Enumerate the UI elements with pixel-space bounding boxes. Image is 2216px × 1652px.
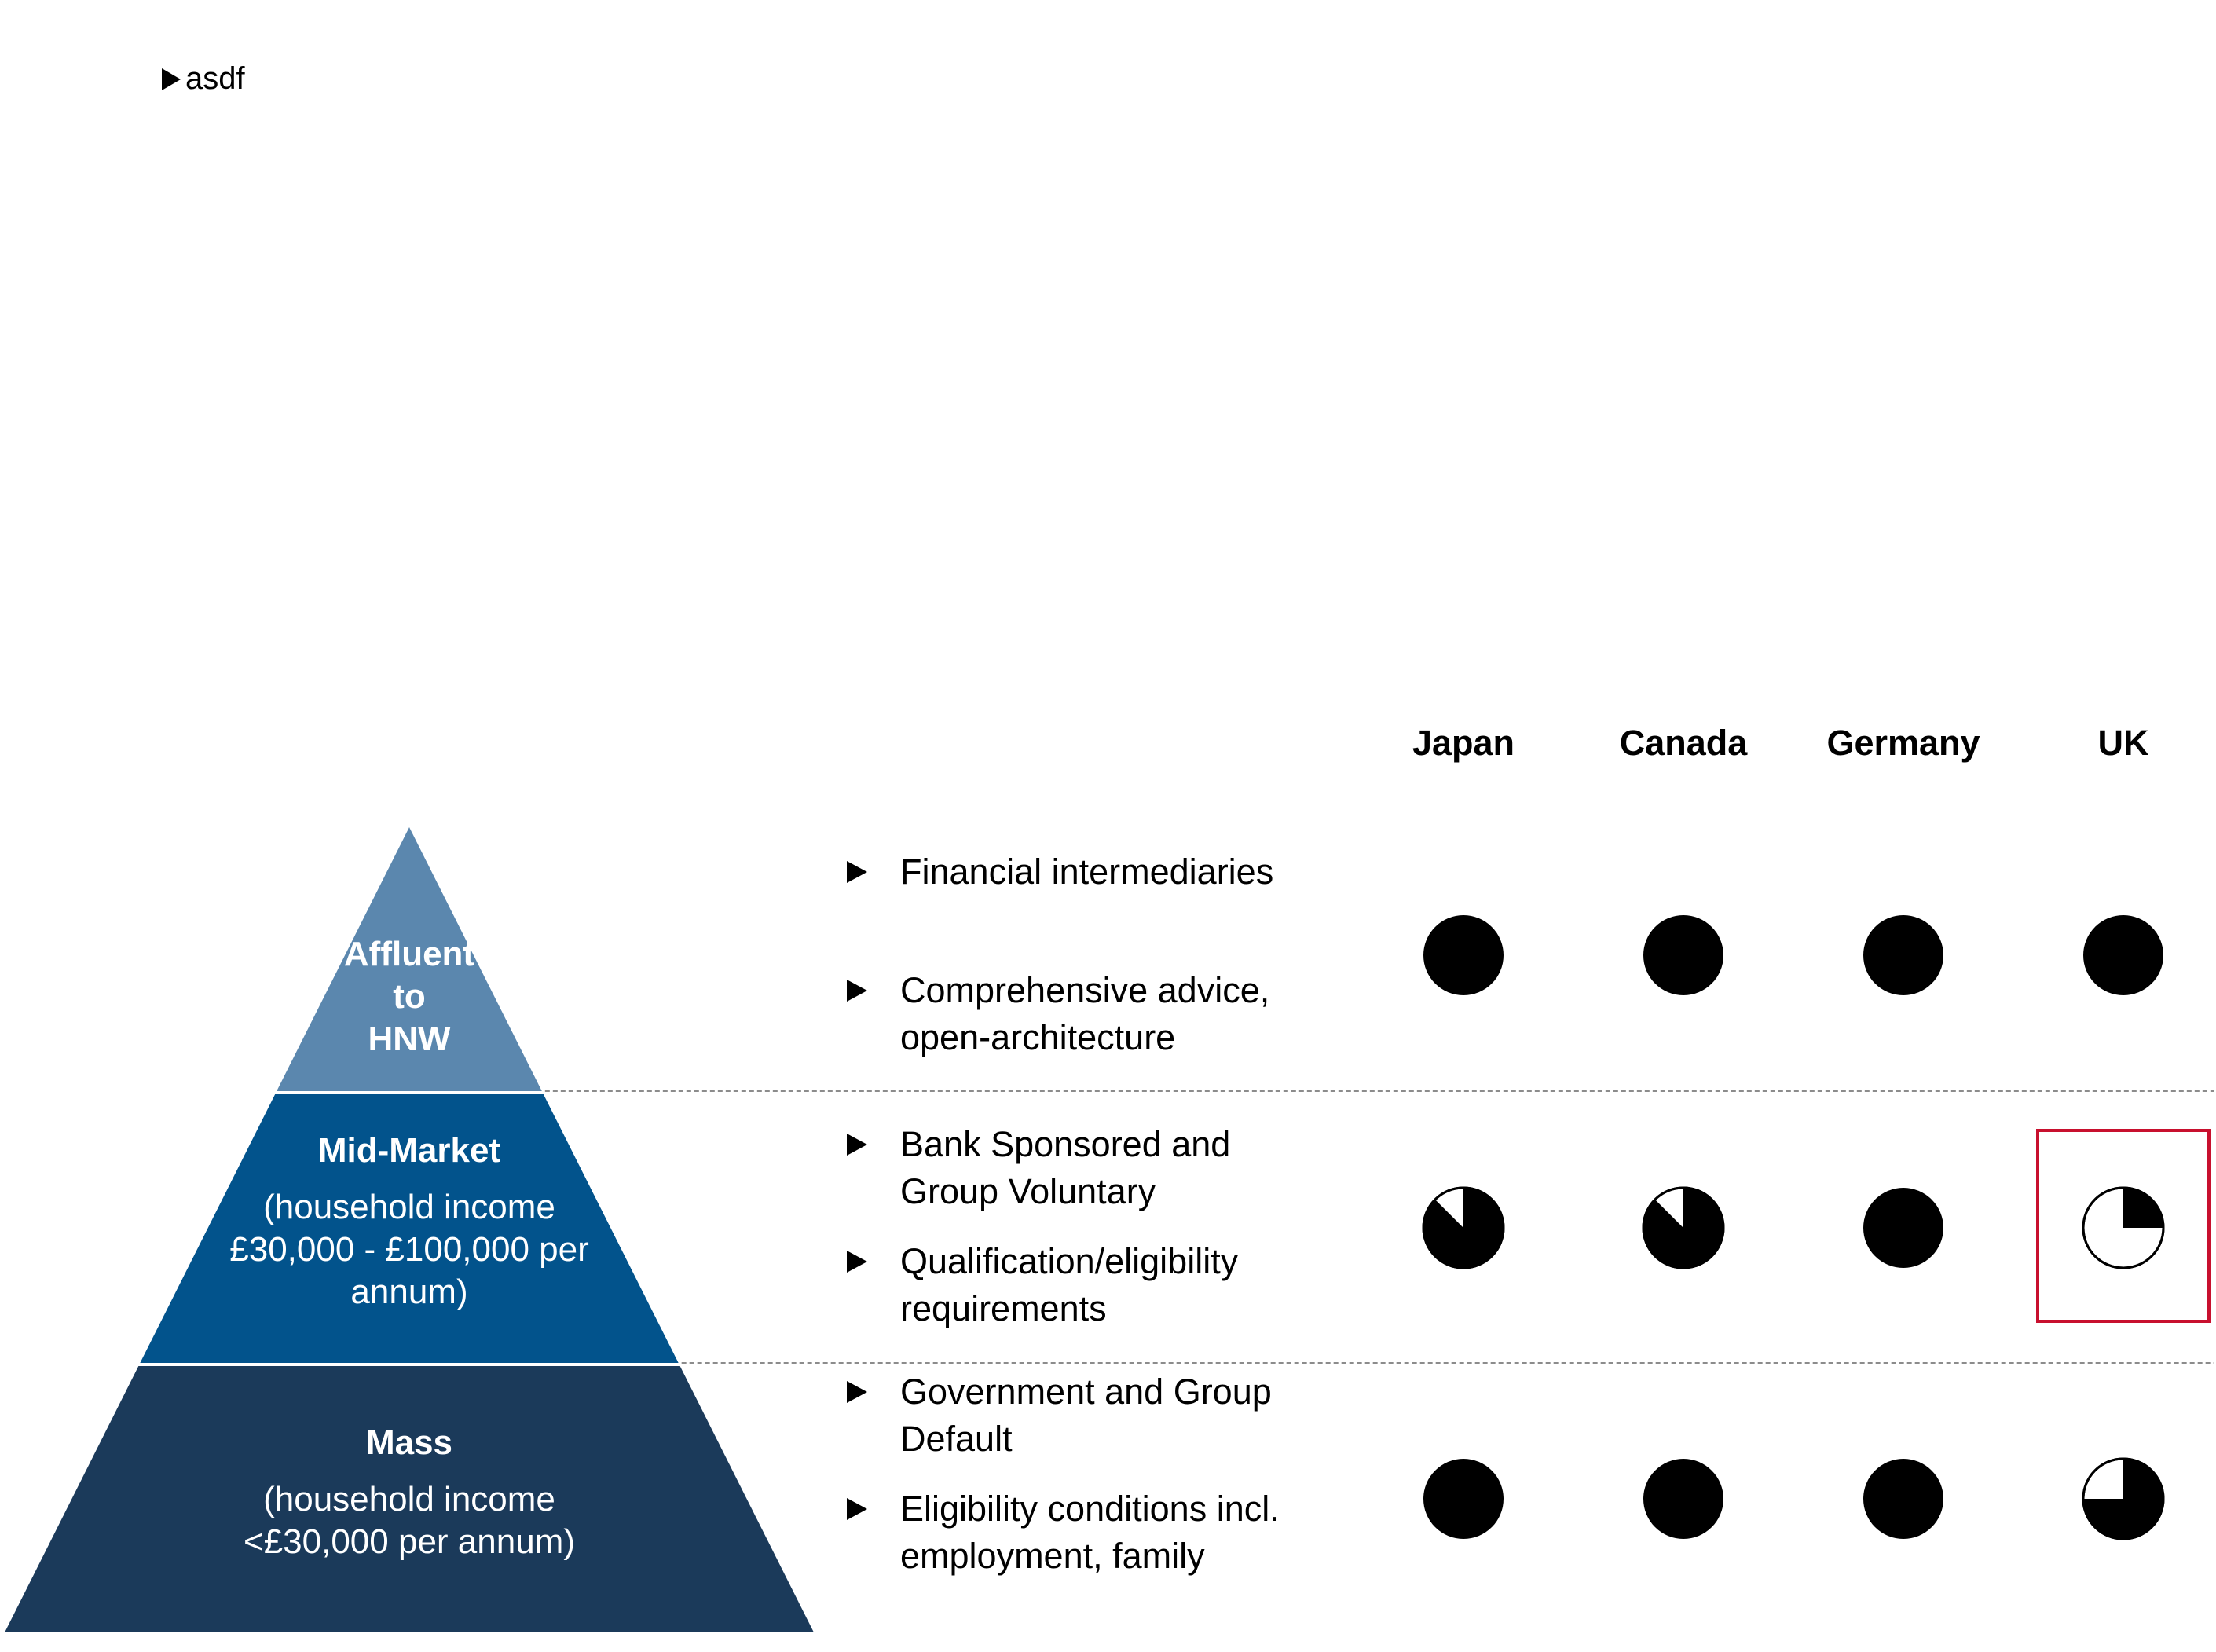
row-dividers: [544, 1090, 2214, 1364]
triangle-bullet-icon: [847, 1134, 867, 1156]
harvey-ball-2-2: [1863, 1459, 1943, 1539]
harvey-ball-2-1: [1643, 1459, 1723, 1539]
note-text: asdf: [162, 60, 245, 97]
tier-label-2: Mass (household income <£30,000 per annum…: [229, 1422, 590, 1563]
country-header-canada: Canada: [1619, 723, 1748, 763]
pyramid-band-0: [277, 827, 542, 1091]
harvey-ball-1-2: [1863, 1188, 1943, 1268]
tier-income-range: (household income £30,000 - £100,000 per…: [229, 1188, 589, 1311]
country-header-germany: Germany: [1826, 723, 1980, 763]
country-header-japan: Japan: [1412, 723, 1515, 763]
tier-bullet-0-1: Comprehensive advice, open-architecture: [847, 967, 1287, 1061]
harvey-ball-2-0: [1423, 1459, 1504, 1539]
tier-bullet-2-0: Government and Group Default: [847, 1368, 1287, 1463]
bullet-text: Bank Sponsored and Group Voluntary: [900, 1124, 1231, 1211]
triangle-bullet-icon: [847, 1498, 867, 1520]
tier-bullet-1-1: Qualification/eligibility requirements: [847, 1238, 1287, 1332]
bullet-text: Eligibility conditions incl. employment,…: [900, 1489, 1280, 1576]
harvey-ball-0-1: [1643, 915, 1723, 995]
tier-bullet-2-1: Eligibility conditions incl. employment,…: [847, 1485, 1287, 1580]
triangle-bullet-icon: [162, 68, 181, 90]
harvey-balls: [1422, 915, 2165, 1540]
pyramid-band-2: [5, 1366, 814, 1632]
note-label: asdf: [185, 61, 245, 96]
harvey-ball-1-3: [2082, 1186, 2165, 1269]
triangle-bullet-icon: [847, 1381, 867, 1403]
harvey-ball-1-1: [1642, 1186, 1725, 1269]
triangle-bullet-icon: [847, 1251, 867, 1273]
bullet-text: Government and Group Default: [900, 1372, 1272, 1459]
bullet-text: Financial intermediaries: [900, 852, 1274, 892]
harvey-ball-2-3: [2082, 1457, 2165, 1540]
tier-bullet-1-0: Bank Sponsored and Group Voluntary: [847, 1121, 1287, 1215]
tier-income-range: (household income <£30,000 per annum): [244, 1480, 575, 1561]
triangle-bullet-icon: [847, 980, 867, 1002]
highlight-layer: [2036, 1129, 2211, 1323]
tier-label-1: Mid-Market (household income £30,000 - £1…: [229, 1130, 590, 1313]
harvey-ball-1-0: [1422, 1186, 1505, 1269]
income-pyramid: [5, 827, 814, 1632]
harvey-ball-0-2: [1863, 915, 1943, 995]
tier-name: Mid-Market: [317, 1131, 501, 1170]
highlight-box: [2036, 1129, 2211, 1323]
bullet-text: Comprehensive advice, open-architecture: [900, 970, 1270, 1057]
harvey-ball-0-0: [1423, 915, 1504, 995]
tier-bullet-0-0: Financial intermediaries: [847, 848, 1287, 896]
tier-name: Mass: [365, 1423, 453, 1462]
pyramid-band-1: [140, 1094, 679, 1363]
bullet-text: Qualification/eligibility requirements: [900, 1241, 1239, 1328]
harvey-ball-0-3: [2083, 915, 2163, 995]
triangle-bullet-icon: [847, 861, 867, 883]
country-header-uk: UK: [2097, 723, 2149, 763]
